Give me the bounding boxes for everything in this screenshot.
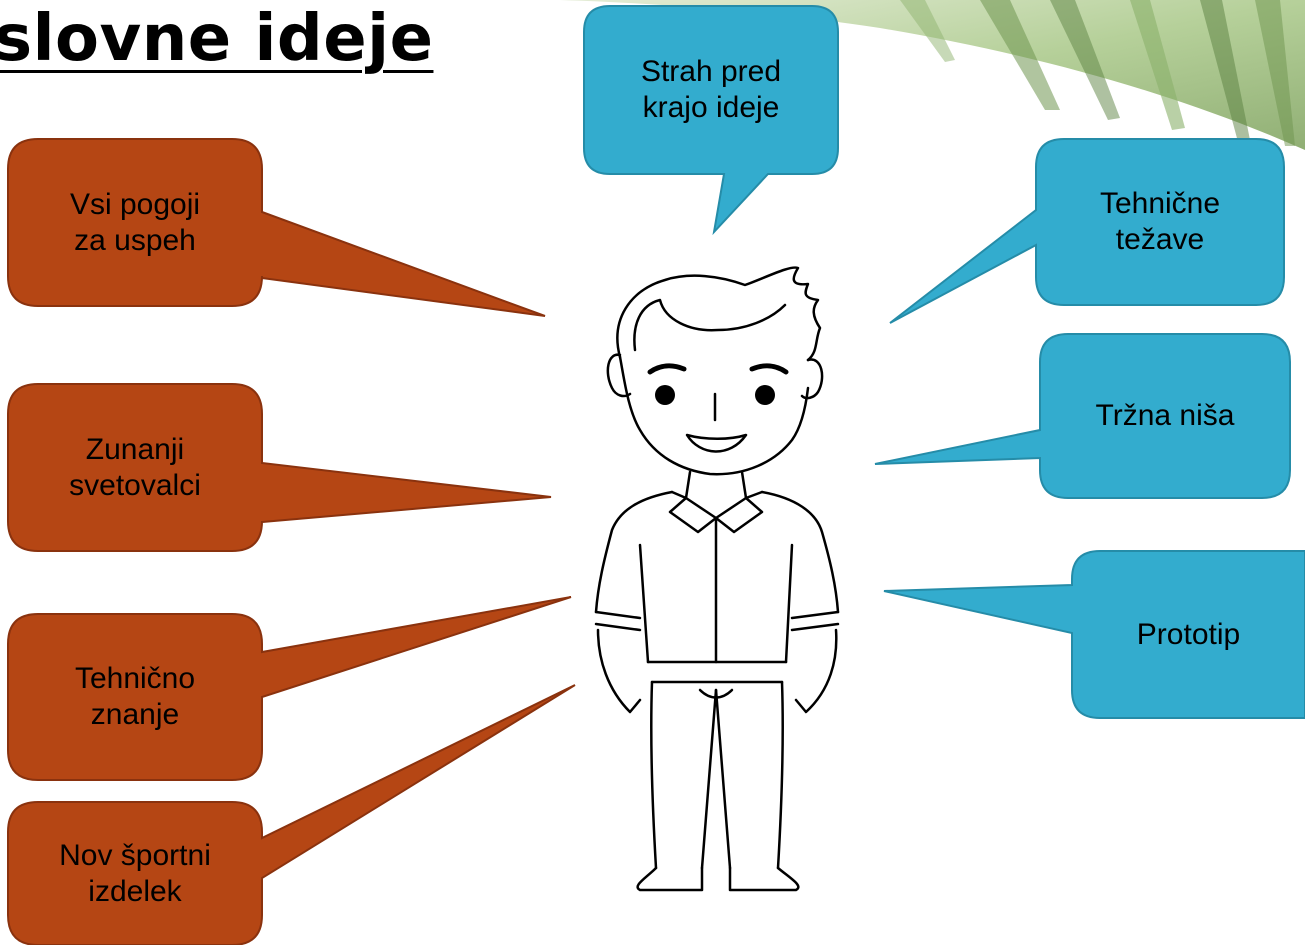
callout-right-3-label: Prototip bbox=[1136, 617, 1241, 651]
callout-shape-right-3 bbox=[883, 550, 1305, 719]
callout-right-2: Tržna niša bbox=[1040, 334, 1290, 498]
callout-right-2-label: Tržna niša bbox=[1095, 399, 1235, 432]
callout-left-3: Tehnično znanje bbox=[8, 614, 262, 780]
callout-left-4: Nov športni izdelek bbox=[8, 802, 262, 945]
callout-left-1: Vsi pogoji za uspeh bbox=[8, 139, 262, 306]
callout-top-label: Strah pred krajo ideje bbox=[640, 55, 782, 124]
right-eye bbox=[755, 385, 775, 405]
man-figure-illustration bbox=[594, 266, 840, 892]
callout-right-3: Prototip bbox=[1072, 551, 1305, 718]
callout-shape-left-1 bbox=[7, 138, 546, 317]
callout-left-2-label: Zunanji svetovalci bbox=[69, 432, 201, 502]
callout-left-3-label: Tehnično znanje bbox=[74, 662, 196, 731]
left-eye bbox=[655, 385, 675, 405]
callout-left-2: Zunanji svetovalci bbox=[8, 384, 262, 551]
callout-left-4-label: Nov športni izdelek bbox=[59, 838, 211, 908]
page-title: slovne ideje bbox=[0, 2, 434, 76]
callout-left-1-label: Vsi pogoji za uspeh bbox=[69, 187, 201, 257]
callout-shape-left-2 bbox=[7, 383, 552, 552]
callout-right-1: Tehnične težave bbox=[1036, 139, 1284, 305]
callout-shape-top bbox=[583, 5, 839, 236]
callout-right-1-label: Tehnične težave bbox=[1099, 187, 1221, 256]
callout-shape-right-2 bbox=[874, 333, 1291, 499]
background-foliage bbox=[560, 0, 1305, 150]
callout-shape-left-3 bbox=[7, 596, 572, 781]
callout-top: Strah pred krajo ideje bbox=[584, 6, 838, 174]
callout-shape-right-1 bbox=[889, 138, 1285, 324]
